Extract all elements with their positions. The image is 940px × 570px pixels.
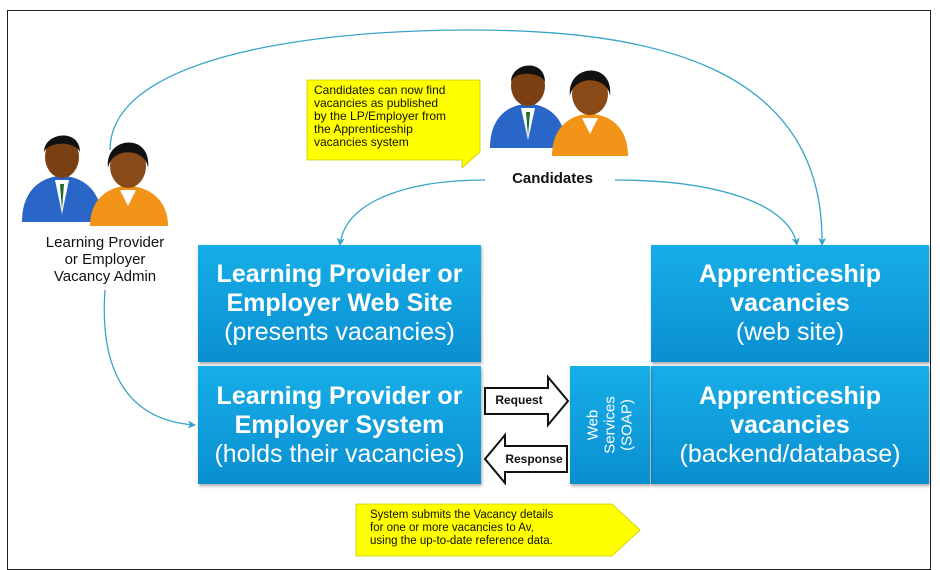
web-services-box: Web Services (SOAP) [570,366,650,484]
admin-label-line-1: Learning Provider [45,234,165,251]
av-backend-subtitle: (backend/database) [679,439,901,468]
web-services-line-3: (SOAP) [618,399,636,451]
request-arrow-shape [484,374,570,428]
candidates-note-line-5: vacancies system [314,135,409,149]
lp-web-site-title-2: Employer Web Site [226,289,453,317]
candidates-to-lp-web-connector [336,179,486,246]
response-label: Response [500,452,568,466]
candidates-note-line-4: the Apprenticeship [314,122,413,136]
response-arrow-shape [483,432,568,486]
candidates-note-line-1: Candidates can now find [314,83,446,97]
system-note-shape [355,503,641,557]
admin-to-av-web-connector [109,29,827,246]
candidates-label: Candidates [490,170,615,187]
candidates-label-text: Candidates [512,170,593,187]
candidates-note-shape [306,79,481,169]
admin-label-line-3: Vacancy Admin [53,268,157,285]
lp-web-site-box: Learning Provider or Employer Web Site (… [198,245,481,362]
av-backend-box: Apprenticeship vacancies (backend/databa… [651,366,929,484]
candidates-to-av-web-connector [614,179,800,246]
web-services-line-2: Services [601,396,619,454]
admin-people-icon [22,135,168,226]
lp-system-box: Learning Provider or Employer System (ho… [198,366,481,484]
av-web-site-title-1: Apprenticeship [699,260,881,288]
lp-web-site-title-1: Learning Provider or [216,260,463,288]
system-note-line-1: System submits the Vacancy details [370,509,554,521]
admin-to-lp-system-connector [103,289,196,429]
av-web-site-title-2: vacancies [730,289,850,317]
request-label: Request [488,393,550,407]
candidates-note-line-2: vacancies as published [314,96,439,110]
admin-label: Learning Provider or Employer Vacancy Ad… [10,234,200,285]
av-backend-title-1: Apprenticeship [699,381,881,410]
av-web-site-subtitle: (web site) [735,318,845,346]
av-web-site-box: Apprenticeship vacancies (web site) [651,245,929,362]
candidates-people-icon [490,65,628,156]
candidates-note-line-3: by the LP/Employer from [314,109,447,123]
av-backend-title-2: vacancies [730,410,850,439]
lp-system-subtitle: (holds their vacancies) [214,439,465,468]
lp-system-title-2: Employer System [234,410,445,439]
system-note-line-3: using the up-to-date reference data. [370,535,553,547]
system-note: System submits the Vacancy details for o… [370,509,553,548]
candidates-note: Candidates can now find vacancies as pub… [314,84,446,149]
lp-web-site-subtitle: (presents vacancies) [224,318,455,346]
admin-label-line-2: or Employer [64,251,146,268]
lp-system-title-1: Learning Provider or [216,381,463,410]
response-label-text: Response [505,452,563,466]
web-services-line-1: Web [584,409,602,441]
request-label-text: Request [495,393,543,407]
system-note-line-2: for one or more vacancies to Av, [370,522,534,534]
web-services-label: Web Services (SOAP) [585,366,636,484]
